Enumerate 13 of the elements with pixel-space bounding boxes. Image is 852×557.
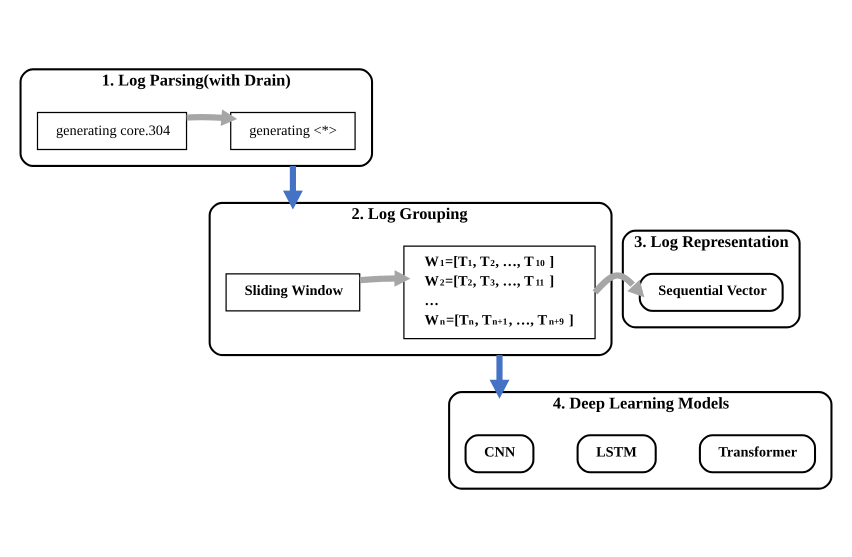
node-box: generating <*> — [230, 111, 356, 150]
node-box: Sequential Vector — [638, 272, 784, 312]
arrow — [360, 270, 410, 286]
arrow — [490, 354, 510, 398]
arrow — [592, 272, 644, 297]
arrow — [186, 108, 238, 126]
node-box: Transformer — [698, 434, 816, 473]
node-box: Sliding Window — [225, 272, 360, 311]
arrow — [282, 165, 303, 210]
node-box: CNN — [464, 434, 534, 473]
node-box: generating core.304 — [36, 111, 188, 150]
node-box: LSTM — [576, 434, 657, 473]
node-box: W1=[T1, T2, …, T10 ] W2=[T2, T3, …, T11 ] … Wn=[Tn, Tn+1, …, Tn+9 ] — [403, 245, 596, 339]
